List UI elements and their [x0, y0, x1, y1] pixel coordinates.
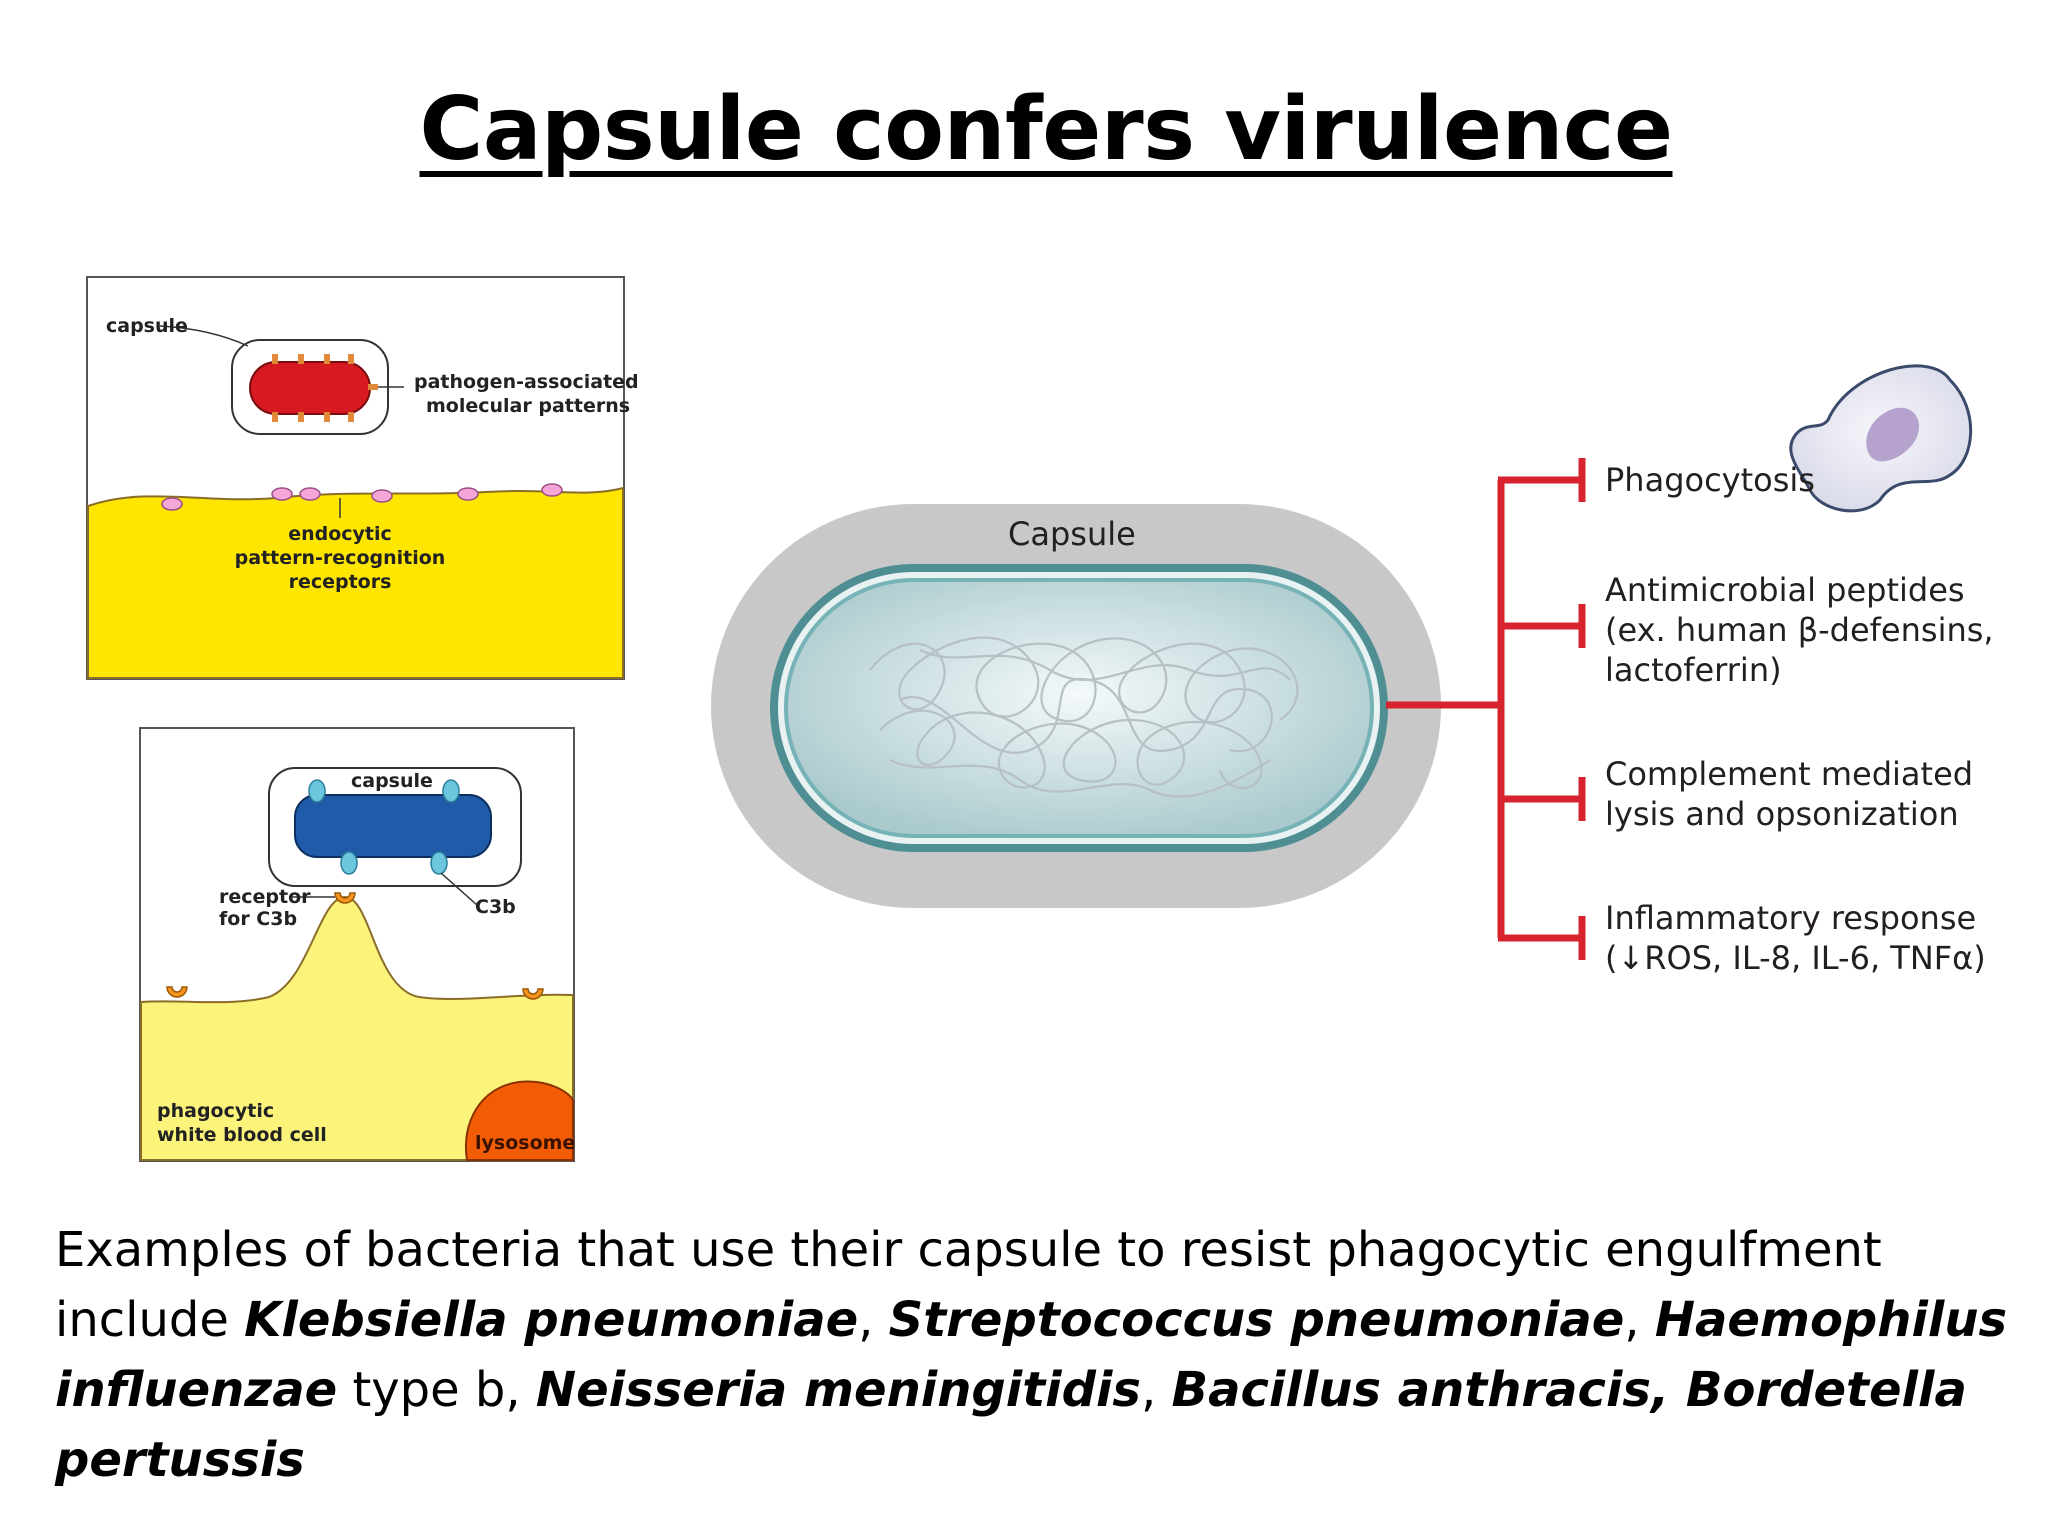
phagocyte-cell-icon — [1789, 364, 1973, 513]
item-phagocytosis: Phagocytosis — [1605, 461, 1815, 499]
c3b-receptors — [166, 892, 544, 1000]
opsonization-figure — [139, 727, 575, 1162]
label-receptor-2: pattern-recognition — [234, 547, 446, 569]
bacterium-red — [249, 361, 371, 415]
item-antimicrobial-3: lactoferrin) — [1605, 651, 1782, 689]
label-capsule-blue: capsule — [351, 770, 433, 792]
item-antimicrobial-1: Antimicrobial peptides — [1605, 571, 1965, 609]
caption-text: Examples of bacteria that use their caps… — [55, 1215, 2025, 1495]
slide-title: Capsule confers virulence — [419, 78, 1674, 180]
label-receptor-1: endocytic — [288, 523, 392, 545]
label-pamp-2: molecular patterns — [426, 395, 631, 417]
lysosome — [465, 1080, 574, 1161]
inhibition-tree — [1386, 458, 1586, 960]
label-capsule: capsule — [106, 315, 188, 337]
opsonization-panel: capsule receptor for C3b C3b phagocytic … — [139, 727, 575, 1162]
pattern-recognition-receptors — [161, 483, 563, 511]
label-receptor-c3b-2: for C3b — [219, 908, 298, 930]
caption-part-4: type b, — [337, 1362, 536, 1418]
label-c3b: C3b — [475, 896, 516, 918]
caption-part-2: , — [858, 1292, 889, 1348]
label-receptor-3: receptors — [288, 571, 392, 593]
nucleoid-dna — [869, 636, 1299, 798]
label-phagocytic-2: white blood cell — [157, 1124, 327, 1146]
label-phagocytic-1: phagocytic — [157, 1100, 275, 1122]
item-antimicrobial-2: (ex. human β-defensins, — [1605, 611, 1994, 649]
label-pamp-1: pathogen-associated — [414, 371, 639, 393]
bacterium-blue — [294, 794, 492, 858]
cytoplasm — [784, 578, 1374, 838]
pamp-markers — [272, 354, 378, 422]
species-bacillus-bordetella: Bacillus anthracis, Bordetella pertussis — [55, 1362, 1967, 1488]
caption-part-5: , — [1140, 1362, 1172, 1418]
caption-part-1: Examples of bacteria that use their caps… — [55, 1222, 1882, 1348]
item-inflammatory-2: (↓ROS, IL-8, IL-6, TNFα) — [1605, 939, 1986, 977]
capsule-diagram: Capsule Phagocytosis Antimicrobial pepti… — [700, 350, 2000, 1000]
caption-part-3: , — [1624, 1292, 1655, 1348]
label-receptor-c3b-1: receptor — [219, 886, 311, 908]
item-complement-2: lysis and opsonization — [1605, 795, 1959, 833]
species-klebsiella: Klebsiella pneumoniae — [244, 1292, 859, 1348]
species-streptococcus: Streptococcus pneumoniae — [888, 1292, 1625, 1348]
c3b-molecules — [308, 779, 460, 875]
species-neisseria: Neisseria meningitidis — [535, 1362, 1141, 1418]
capsule-label: Capsule — [1008, 515, 1136, 553]
pamp-recognition-panel: capsule pathogen-associated molecular pa… — [86, 276, 639, 680]
item-inflammatory-1: Inflammatory response — [1605, 899, 1977, 937]
capsule-figure — [711, 364, 1973, 960]
pamp-recognition-figure — [86, 276, 625, 680]
label-lysosome: lysosome — [475, 1132, 576, 1154]
item-complement-1: Complement mediated — [1605, 755, 1974, 793]
species-haemophilus: Haemophilus influenzae — [55, 1292, 2008, 1418]
